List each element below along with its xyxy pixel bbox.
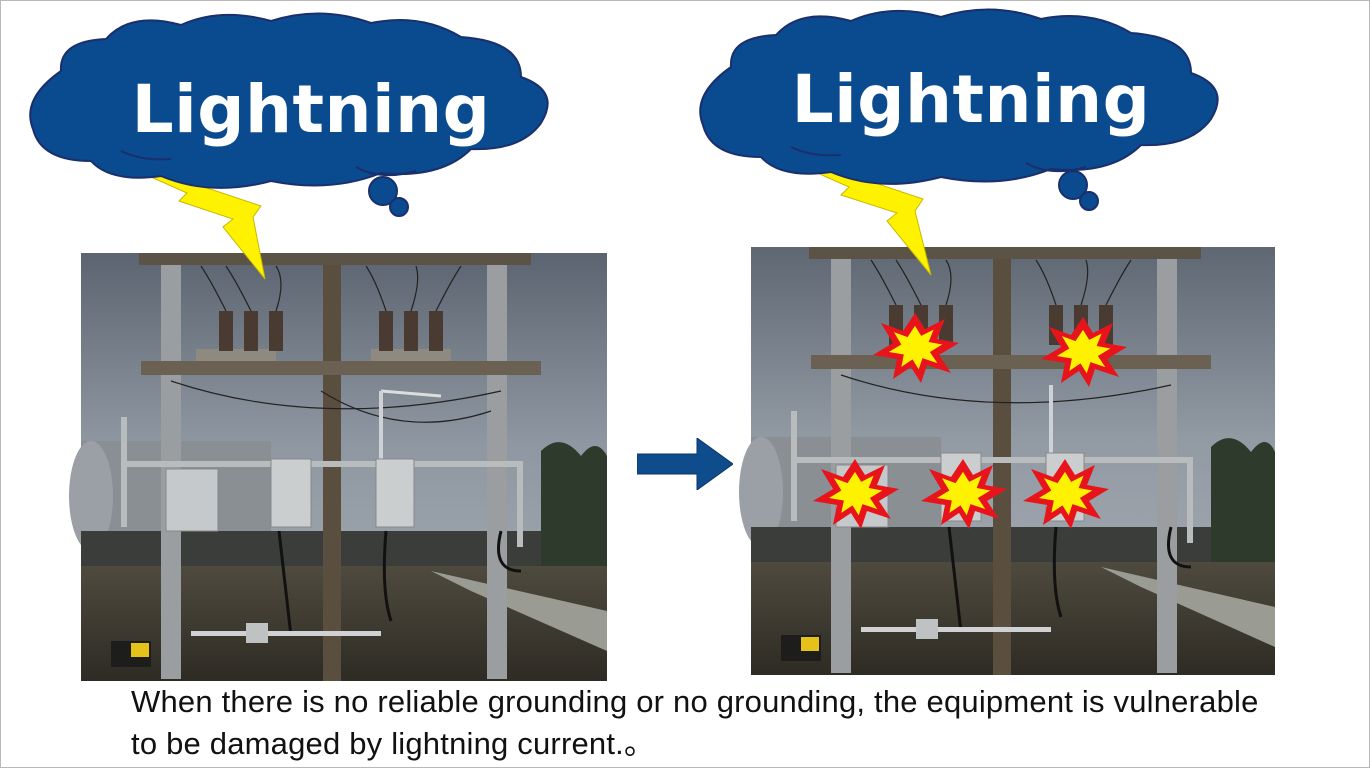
left-cloud-label: Lightning — [131, 71, 491, 148]
cloud-icon — [699, 8, 1219, 211]
explosion-spark-icon — [921, 459, 1007, 529]
explosion-spark-icon — [1041, 317, 1127, 387]
explosion-spark-icon — [813, 459, 899, 529]
explosion-spark-icon — [873, 313, 959, 383]
left-panel: Lightning — [21, 11, 641, 681]
right-arrow-icon — [637, 438, 733, 490]
left-scene — [29, 12, 607, 681]
right-scene — [699, 8, 1275, 675]
right-photo — [739, 247, 1275, 675]
explosion-spark-icon — [1023, 459, 1109, 529]
right-panel: Lightning — [691, 7, 1311, 675]
cloud-icon — [29, 12, 549, 217]
left-photo — [69, 253, 607, 681]
caption-text: When there is no reliable grounding or n… — [131, 684, 1259, 761]
right-cloud-label: Lightning — [791, 61, 1151, 138]
